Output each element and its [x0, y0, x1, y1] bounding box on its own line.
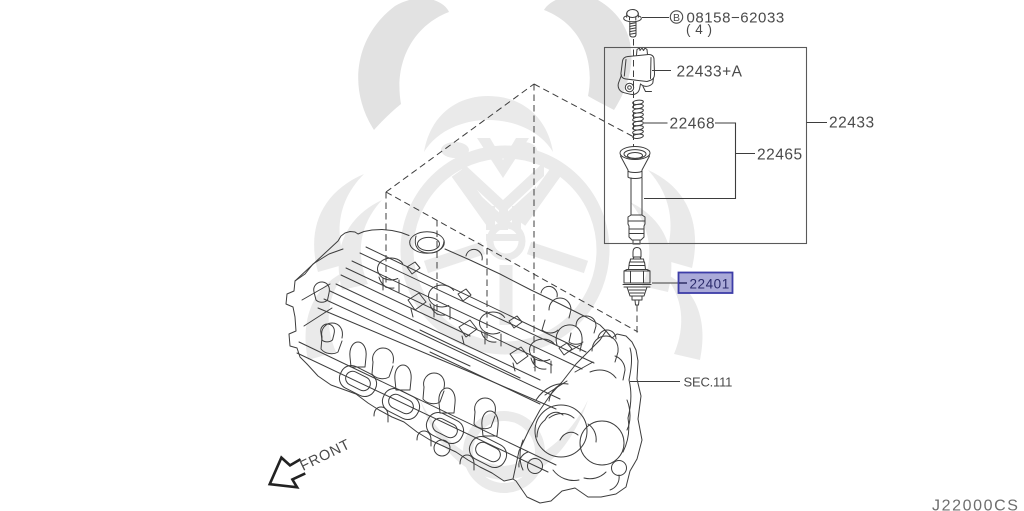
- svg-text:22433+A: 22433+A: [677, 64, 743, 81]
- svg-text:08158−62033: 08158−62033: [687, 10, 785, 27]
- svg-text:22433: 22433: [829, 115, 875, 132]
- svg-text:22401: 22401: [690, 277, 730, 292]
- svg-text:( 4 ): ( 4 ): [686, 22, 713, 37]
- svg-text:SEC.111: SEC.111: [684, 375, 733, 390]
- svg-text:J22000CS: J22000CS: [932, 498, 1020, 511]
- svg-text:B: B: [673, 12, 680, 24]
- svg-text:22465: 22465: [757, 147, 803, 164]
- svg-text:22468: 22468: [670, 116, 716, 133]
